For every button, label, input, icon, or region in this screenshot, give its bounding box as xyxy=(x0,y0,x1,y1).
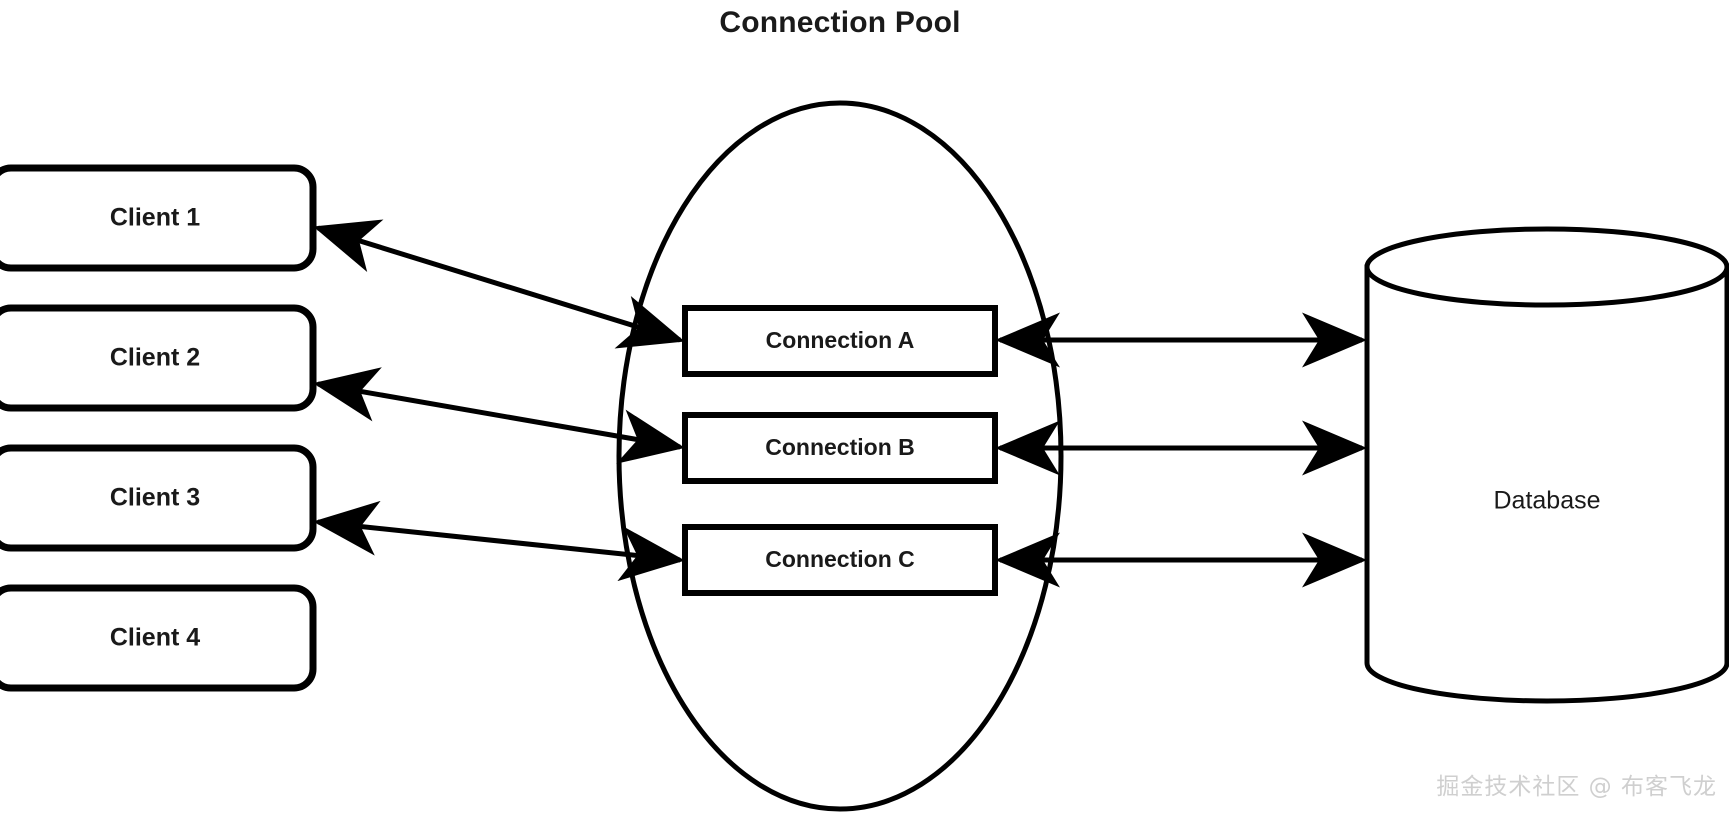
client-1-label: Client 1 xyxy=(110,204,200,232)
client-3-label: Client 3 xyxy=(110,484,200,512)
client-3-rect[interactable] xyxy=(0,444,317,552)
database-top-ellipse xyxy=(1364,226,1729,308)
client-box-4[interactable]: Client 4 xyxy=(0,584,317,692)
client-2-rect[interactable] xyxy=(0,304,317,412)
client-box-2[interactable]: Client 2 xyxy=(0,304,317,412)
client-box-3[interactable]: Client 3 xyxy=(0,444,317,552)
page-title: Connection Pool xyxy=(719,6,960,39)
connection-a-label: Connection A xyxy=(766,327,915,353)
connection-box-c[interactable]: Connection C xyxy=(682,524,998,596)
connection-b-label: Connection B xyxy=(765,434,915,460)
client-connection-edges xyxy=(313,219,685,582)
client-4-rect[interactable] xyxy=(0,584,317,692)
watermark: 掘金技术社区 @ 布客飞龙 xyxy=(1436,774,1717,800)
connection-box-a[interactable]: Connection A xyxy=(682,305,998,377)
database-label: Database xyxy=(1493,487,1600,515)
database-body[interactable] xyxy=(1364,264,1729,704)
client-2-label: Client 2 xyxy=(110,344,200,372)
client-1-rect[interactable] xyxy=(0,164,317,272)
client-box-1[interactable]: Client 1 xyxy=(0,164,317,272)
client-list: Client 1 Client 2 Client 3 Client 4 xyxy=(0,164,317,692)
edge-client1-connectionA xyxy=(313,219,685,349)
client-4-label: Client 4 xyxy=(110,624,200,652)
connection-box-b[interactable]: Connection B xyxy=(682,412,998,484)
connection-list: Connection A Connection B Connection C xyxy=(682,305,998,596)
connection-c-label: Connection C xyxy=(765,546,915,572)
edge-client3-connectionC xyxy=(313,500,685,582)
database-cylinder[interactable]: Database xyxy=(1364,226,1729,704)
edge-client2-connectionB xyxy=(313,367,685,464)
connection-b-rect[interactable] xyxy=(682,412,998,484)
connection-database-edges xyxy=(995,312,1367,588)
